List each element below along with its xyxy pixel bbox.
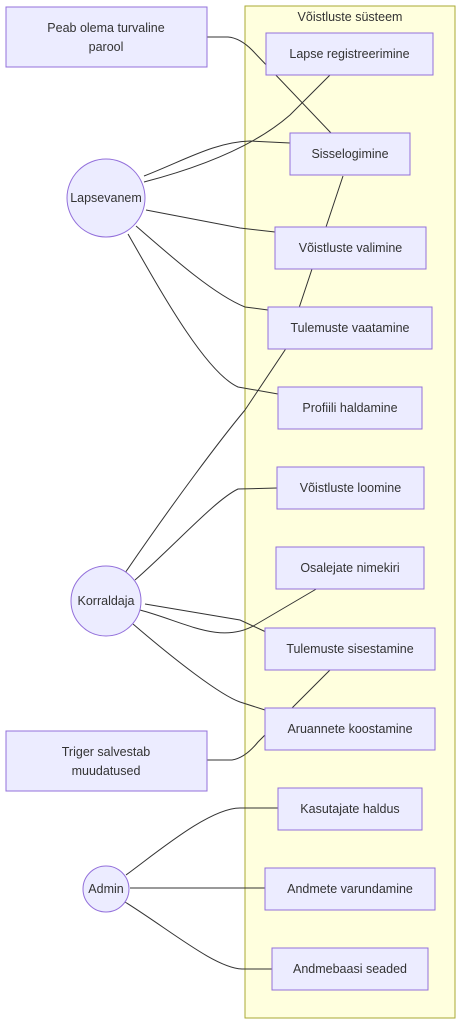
edge-organizer-to-participants-list [139, 587, 319, 634]
edge-trigger-note-to-enter-results [207, 669, 331, 761]
use-case-register-child: Lapse registreerimine [265, 32, 434, 76]
actor-admin: Admin [82, 865, 130, 913]
note-trigger-line-2: muudatused [72, 764, 141, 778]
use-case-backup-data-label: Andmete varundamine [287, 882, 413, 896]
edge-organizer-to-compile-reports [132, 623, 266, 711]
use-case-manage-profile-label: Profiili haldamine [302, 401, 397, 415]
use-case-select-competition-label: Võistluste valimine [299, 241, 403, 255]
use-case-compile-reports: Aruannete koostamine [264, 707, 436, 751]
use-case-participants-list: Osalejate nimekiri [275, 546, 425, 590]
use-case-register-child-label: Lapse registreerimine [289, 47, 409, 61]
note-password-line-1: Peab olema turvaline [47, 21, 164, 35]
use-case-enter-results-label: Tulemuste sisestamine [286, 642, 413, 656]
use-case-view-results: Tulemuste vaatamine [267, 306, 433, 350]
use-case-backup-data: Andmete varundamine [264, 867, 436, 911]
use-case-participants-list-label: Osalejate nimekiri [300, 561, 399, 575]
actor-admin-label: Admin [88, 882, 123, 896]
edge-parent-to-select-competition [145, 209, 276, 233]
edge-admin-to-manage-users [125, 807, 278, 876]
use-case-db-settings: Andmebaasi seaded [271, 947, 429, 991]
use-case-enter-results: Tulemuste sisestamine [264, 627, 436, 671]
edge-parent-to-register-child [143, 74, 331, 183]
edge-parent-to-login [143, 140, 291, 177]
edge-organizer-to-create-competition [134, 487, 278, 581]
use-case-compile-reports-label: Aruannete koostamine [287, 722, 412, 736]
system-title: Võistluste süsteem [298, 10, 403, 24]
edge-organizer-to-login [124, 175, 344, 574]
actor-parent: Lapsevanem [66, 158, 146, 238]
use-case-view-results-label: Tulemuste vaatamine [290, 321, 409, 335]
edge-password-note-to-login [207, 36, 332, 134]
use-case-login-label: Sisselogimine [311, 147, 388, 161]
use-case-manage-profile: Profiili haldamine [277, 386, 423, 430]
edge-parent-to-view-results [135, 225, 269, 311]
edge-organizer-to-enter-results [144, 603, 267, 633]
actor-parent-label: Lapsevanem [70, 191, 142, 205]
note-password-line-2: parool [89, 40, 124, 54]
edges [124, 36, 344, 970]
use-case-create-competition-label: Võistluste loomine [300, 481, 401, 495]
note-trigger: Triger salvestab muudatused [5, 730, 208, 792]
use-case-db-settings-label: Andmebaasi seaded [293, 962, 407, 976]
use-case-create-competition: Võistluste loomine [276, 466, 425, 510]
actor-organizer-label: Korraldaja [78, 594, 135, 608]
use-case-manage-users-label: Kasutajate haldus [300, 802, 399, 816]
use-case-select-competition: Võistluste valimine [274, 226, 427, 270]
note-trigger-line-1: Triger salvestab [62, 745, 151, 759]
note-password: Peab olema turvaline parool [5, 6, 208, 68]
use-case-login: Sisselogimine [289, 132, 411, 176]
edge-admin-to-db-settings [124, 901, 272, 970]
actor-organizer: Korraldaja [70, 565, 142, 637]
edge-parent-to-manage-profile [127, 233, 279, 395]
use-case-manage-users: Kasutajate haldus [277, 787, 423, 831]
